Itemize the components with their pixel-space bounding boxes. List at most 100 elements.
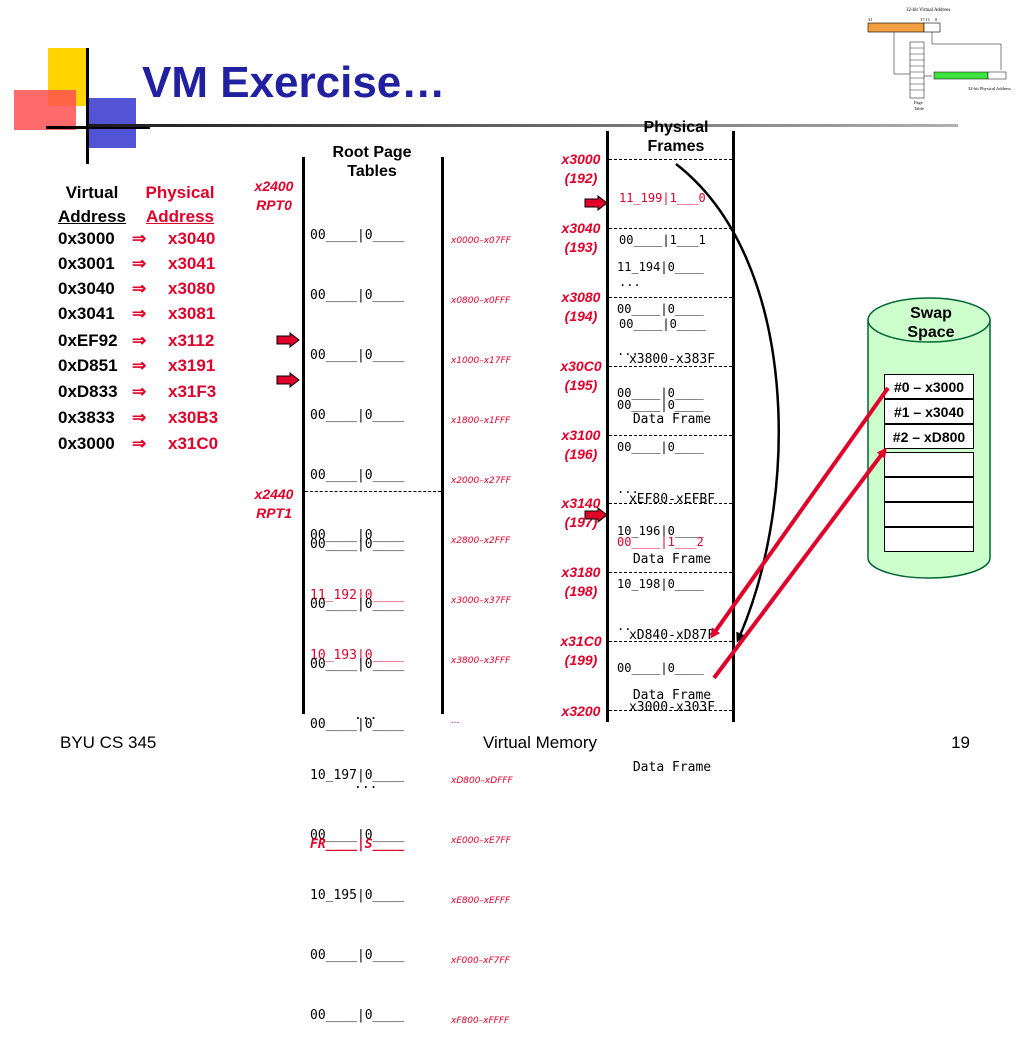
red-square bbox=[14, 90, 76, 130]
footer-page-number: 19 bbox=[951, 733, 970, 752]
frame-entry: 00____|0____ bbox=[617, 661, 704, 675]
physical-address: x3080 bbox=[168, 279, 216, 298]
physical-address: x3040 bbox=[168, 229, 216, 248]
red-arrow-from-swap bbox=[710, 386, 890, 639]
frame-label: x3040(193) bbox=[556, 219, 606, 257]
frame-data-range: xD840-xD87F bbox=[628, 628, 716, 643]
rpt0-range: xF000–xF7FF bbox=[451, 956, 510, 966]
translation-row: 0x3000⇒x3040 bbox=[58, 229, 215, 249]
rpt1-name: RPT1 bbox=[256, 505, 292, 521]
rpt1-entry: 00____|0____ bbox=[310, 717, 404, 732]
frame-entry: 11_194|0____ bbox=[617, 260, 704, 274]
vertical-rule bbox=[86, 48, 89, 164]
frame-entry: ... bbox=[617, 344, 639, 358]
swap-title-line2: Space bbox=[907, 324, 955, 341]
frame-separator bbox=[609, 641, 732, 642]
frame-separator bbox=[609, 710, 732, 711]
rpt0-range: xE800–xEFFF bbox=[451, 896, 511, 906]
swap-slot: #1 – x3040 bbox=[884, 399, 974, 424]
translation-row: 0xD833⇒x31F3 bbox=[58, 382, 216, 402]
translation-row: 0x3000⇒x31C0 bbox=[58, 434, 218, 454]
rpt0-range: x3000–x37FF bbox=[451, 596, 511, 606]
frame-entry: 00____|0____ bbox=[617, 398, 704, 412]
rpt0-entry: 11_192|0____ bbox=[310, 588, 404, 603]
frame-data-range: x3000-x303F bbox=[628, 700, 716, 715]
thumb-bit-0: 0 bbox=[935, 17, 938, 22]
physical-address: x31F3 bbox=[168, 382, 217, 401]
rpt0-range: x1000–x17FF bbox=[451, 356, 511, 366]
rpt0-range: x2000–x27FF bbox=[451, 476, 511, 486]
translation-row: 0x3833⇒x30B3 bbox=[58, 408, 218, 428]
horizontal-rule bbox=[46, 126, 150, 129]
frame-label: x3000(192) bbox=[556, 150, 606, 188]
frame-number: (194) bbox=[564, 308, 598, 324]
frame-label: x3140(197) bbox=[556, 494, 606, 532]
rpt0-entry: 00____|0____ bbox=[310, 468, 404, 483]
rpt1-entry: 00____|0____ bbox=[310, 597, 404, 612]
pointer-arrow-icon bbox=[276, 372, 300, 388]
frames-right-border bbox=[732, 131, 735, 722]
frame-data-label: Data Frame bbox=[632, 760, 712, 775]
title-underline bbox=[88, 124, 958, 127]
physical-address: x30B3 bbox=[168, 408, 219, 427]
swap-title-line1: Swap bbox=[910, 305, 952, 322]
rpt0-entry: 00____|0____ bbox=[310, 408, 404, 423]
virtual-header-line1: Virtual bbox=[65, 183, 119, 202]
thumb-bit-31: 31 bbox=[868, 17, 873, 22]
pointer-arrow-icon bbox=[584, 507, 608, 523]
rpt1-address: x2440 bbox=[254, 486, 294, 502]
arrow-icon: ⇒ bbox=[132, 254, 147, 273]
frame-address: x30C0 bbox=[560, 358, 602, 374]
frames-header-line1: Physical bbox=[643, 119, 709, 136]
frame-number: (192) bbox=[564, 170, 598, 186]
thumb-right-label: 32-bit Physical Address bbox=[968, 86, 1011, 91]
physical-address: x3191 bbox=[168, 356, 216, 375]
red-arrow-to-swap bbox=[712, 447, 887, 680]
physical-address: x3041 bbox=[168, 254, 216, 273]
virtual-address: 0x3041 bbox=[58, 304, 115, 323]
frame-separator bbox=[609, 228, 732, 229]
rpt0-range: xD800–xDFFF bbox=[451, 776, 513, 786]
frame-entry: ... bbox=[617, 482, 639, 496]
frame-separator bbox=[609, 572, 732, 573]
arrow-icon: ⇒ bbox=[132, 331, 147, 350]
root-tables-right-border bbox=[441, 157, 444, 714]
arrow-icon: ⇒ bbox=[132, 356, 147, 375]
frame-separator bbox=[609, 435, 732, 436]
thumb-bottom-label-2: Table bbox=[914, 106, 924, 111]
rpt-separator bbox=[305, 491, 441, 492]
frame-entry: 11_199|1___0 bbox=[619, 191, 706, 205]
rpt0-range: x2800–x2FFF bbox=[451, 536, 511, 546]
frames-header-line2: Frames bbox=[647, 138, 705, 155]
virtual-address-header: Virtual Address bbox=[52, 181, 132, 229]
frame-label: x3180(198) bbox=[556, 563, 606, 601]
root-tables-header: Root Page Tables bbox=[320, 143, 424, 181]
rpt0-range: ... bbox=[451, 716, 460, 726]
swap-slot: #2 – xD800 bbox=[884, 424, 974, 449]
rpt0-entry: 00____|0____ bbox=[310, 1008, 404, 1023]
rpt0-entry: 00____|0____ bbox=[310, 528, 404, 543]
arrow-icon: ⇒ bbox=[132, 279, 147, 298]
frame-label: x3080(194) bbox=[556, 288, 606, 326]
swap-slot-empty bbox=[884, 477, 974, 502]
frame-label: x3100(196) bbox=[556, 426, 606, 464]
frame-entry: .. bbox=[617, 619, 632, 633]
frame-separator bbox=[609, 297, 732, 298]
rpt0-entry: 10_195|0____ bbox=[310, 888, 404, 903]
translation-row: 0xD851 ⇒ x3191 bbox=[58, 356, 215, 376]
arrow-icon: ⇒ bbox=[132, 304, 147, 323]
slide-title: VM Exercise… bbox=[142, 58, 446, 107]
frame-label: x3200 bbox=[556, 702, 606, 721]
translation-row: 0xEF92⇒x3112 bbox=[58, 331, 214, 351]
frame-address: x31C0 bbox=[560, 633, 602, 649]
virtual-address: 0x3000 bbox=[58, 229, 115, 248]
rpt0-entry: 00____|0____ bbox=[310, 228, 404, 243]
swap-slot-empty bbox=[884, 527, 974, 552]
frame-separator bbox=[609, 366, 732, 367]
virtual-address: 0xD851 bbox=[58, 356, 118, 375]
frame-number: (199) bbox=[564, 652, 598, 668]
frame-data-range: x3800-x383F bbox=[628, 352, 716, 367]
rpt0-range: x1800–x1FFF bbox=[451, 416, 511, 426]
frame-number: (198) bbox=[564, 583, 598, 599]
rpt0-address: x2400 bbox=[254, 178, 294, 194]
